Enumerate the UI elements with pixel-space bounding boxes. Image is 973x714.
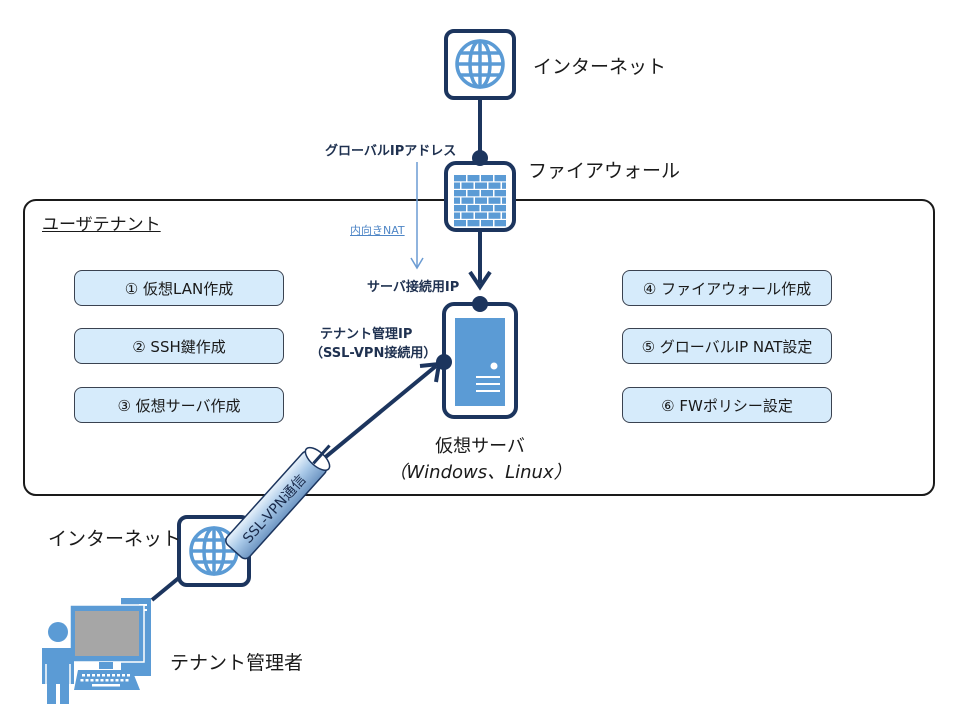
virtual-server-os: （Windows、Linux） xyxy=(388,462,572,483)
tenant-mgmt-ip-label: テナント管理IP xyxy=(320,327,413,342)
brick xyxy=(502,212,506,219)
keyboard-key xyxy=(97,674,100,677)
brick xyxy=(461,197,474,204)
brick xyxy=(481,220,493,227)
keyboard-spacebar xyxy=(92,684,120,687)
virtual-server-title: 仮想サーバ xyxy=(435,436,525,457)
firewall-label: ファイアウォール xyxy=(528,160,681,182)
brick xyxy=(494,205,506,212)
brick xyxy=(502,182,506,189)
keyboard-key xyxy=(82,674,85,677)
keyboard-key xyxy=(112,674,115,677)
keyboard-key xyxy=(110,679,114,682)
tenant-admin-label: テナント管理者 xyxy=(170,652,304,674)
keyboard-key xyxy=(122,674,125,677)
keyboard-key xyxy=(105,679,109,682)
keyboard-key xyxy=(120,679,124,682)
step-1-box: ① 仮想LAN作成 xyxy=(74,270,284,306)
brick xyxy=(481,205,493,212)
arrowhead-server xyxy=(468,270,492,291)
inbound-nat-label: 内向きNAT xyxy=(350,224,405,237)
brick-wall-icon xyxy=(444,161,516,232)
virtual-server-label: 仮想サーバ （Windows、Linux） xyxy=(380,432,580,484)
keyboard-key xyxy=(80,679,84,682)
brick xyxy=(475,182,487,189)
brick xyxy=(488,182,501,189)
brick xyxy=(475,212,487,219)
globe-icon xyxy=(444,29,516,100)
internet-bottom-label: インターネット xyxy=(48,528,182,550)
keyboard-key xyxy=(90,679,94,682)
brick xyxy=(467,175,480,182)
brick xyxy=(454,175,466,182)
brick xyxy=(488,197,501,204)
brick xyxy=(488,212,501,219)
step-3-box: ③ 仮想サーバ作成 xyxy=(74,387,284,423)
keyboard-key xyxy=(117,674,120,677)
keyboard-key xyxy=(115,679,119,682)
user-computer-icon xyxy=(42,598,151,704)
connection-dot-server-top xyxy=(472,296,488,312)
brick xyxy=(454,220,466,227)
brick xyxy=(481,175,493,182)
global-ip-label: グローバルIPアドレス xyxy=(325,144,457,159)
brick xyxy=(494,190,506,197)
brick xyxy=(461,212,474,219)
brick xyxy=(481,190,493,197)
brick xyxy=(494,175,506,182)
keyboard-key xyxy=(92,674,95,677)
server-icon xyxy=(442,302,518,419)
keyboard-key xyxy=(102,674,105,677)
brick xyxy=(475,197,487,204)
brick xyxy=(454,190,466,197)
brick xyxy=(467,220,480,227)
nat-arrowhead xyxy=(410,257,424,270)
brick xyxy=(454,212,460,219)
keyboard-key xyxy=(125,679,129,682)
vpn-tunnel-tube: SSL-VPN通信 xyxy=(225,444,331,560)
keyboard-key xyxy=(127,674,130,677)
step-2-box: ② SSH鍵作成 xyxy=(74,328,284,364)
step-6-box: ⑥ FWポリシー設定 xyxy=(622,387,832,423)
step-4-box: ④ ファイアウォール作成 xyxy=(622,270,832,306)
tenant-area-title: ユーザテナント xyxy=(42,215,161,235)
brick xyxy=(467,205,480,212)
server-ip-label: サーバ接続用IP xyxy=(367,280,460,295)
keyboard-key xyxy=(107,674,110,677)
tenant-mgmt-ip-sublabel: （SSL-VPN接続用） xyxy=(310,346,437,361)
keyboard-key xyxy=(87,674,90,677)
keyboard-key xyxy=(85,679,89,682)
keyboard-key xyxy=(95,679,99,682)
brick xyxy=(454,197,460,204)
brick xyxy=(467,190,480,197)
brick xyxy=(454,182,460,189)
brick xyxy=(461,182,474,189)
internet-top-label: インターネット xyxy=(533,56,667,78)
brick xyxy=(502,197,506,204)
connection-dot-firewall xyxy=(472,150,488,166)
brick xyxy=(454,205,466,212)
brick xyxy=(494,220,506,227)
step-5-box: ⑤ グローバルIP NAT設定 xyxy=(622,328,832,364)
keyboard-key xyxy=(100,679,104,682)
connection-dot-server-left xyxy=(436,354,452,370)
